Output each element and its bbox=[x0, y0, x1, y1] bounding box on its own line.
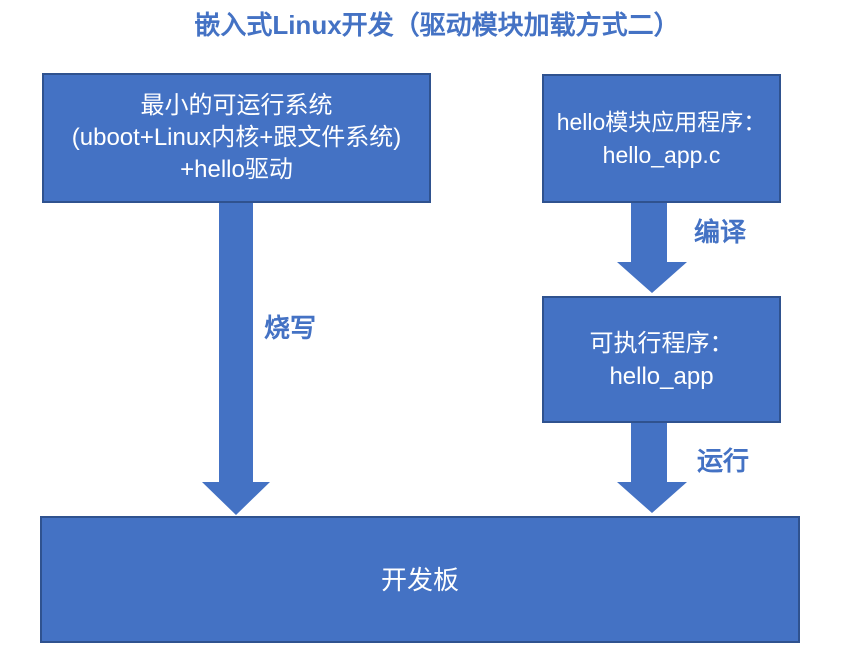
node-executable-line1: 可执行程序： bbox=[589, 329, 734, 357]
run-down-arrow-icon bbox=[617, 423, 687, 513]
run-arrow-label: 运行 bbox=[697, 446, 750, 476]
node-app-source-line1: hello模块应用程序： bbox=[556, 108, 767, 135]
node-dev-board: 开发板 bbox=[40, 516, 800, 643]
node-app-source: hello模块应用程序： hello_app.c bbox=[542, 74, 781, 203]
node-min-system-line3: +hello驱动 bbox=[180, 156, 293, 183]
node-executable: 可执行程序： hello_app bbox=[542, 296, 781, 423]
node-min-system-line2: (uboot+Linux内核+跟文件系统) bbox=[71, 124, 402, 151]
node-executable-line2: hello_app bbox=[609, 362, 714, 390]
compile-down-arrow-icon bbox=[617, 203, 687, 293]
node-min-system: 最小的可运行系统 (uboot+Linux内核+跟文件系统) +hello驱动 bbox=[42, 73, 431, 203]
diagram-title: 嵌入式Linux开发（驱动模块加载方式二） bbox=[194, 10, 680, 40]
compile-arrow-label: 编译 bbox=[694, 217, 747, 247]
flash-arrow-label: 烧写 bbox=[264, 313, 317, 343]
node-app-source-line2: hello_app.c bbox=[602, 141, 721, 168]
node-min-system-line1: 最小的可运行系统 bbox=[140, 92, 333, 119]
flash-down-arrow-icon bbox=[202, 203, 270, 515]
node-dev-board-line1: 开发板 bbox=[380, 564, 459, 595]
